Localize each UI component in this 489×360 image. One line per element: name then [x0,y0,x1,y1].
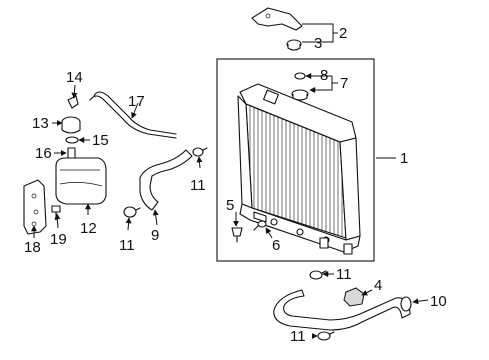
part-4-grommet [343,287,365,307]
part-16-neck [67,147,76,159]
callout-18: 18 [24,239,41,256]
callout-6: 6 [272,237,280,254]
radiator-group-box [216,58,375,262]
part-11-clamp-right [309,270,327,280]
callout-11-bottom: 11 [290,328,306,345]
part-14-clip [67,95,79,109]
callout-10: 10 [430,293,447,310]
leader-11-upper [196,156,203,169]
leader-11-lower-left [125,217,132,231]
leader-14 [71,84,78,99]
callout-11-lower-left: 11 [119,237,135,254]
callout-8: 8 [320,67,328,84]
part-17-overflow-hose [93,91,177,135]
callout-14: 14 [66,69,83,86]
callout-17: 17 [128,93,145,110]
callout-11-right: 11 [336,266,352,283]
radiator-core [237,83,361,255]
leader-9 [152,209,159,226]
callout-7: 7 [340,75,348,92]
part-6-o-ring [253,220,267,231]
callout-13: 13 [32,115,49,132]
part-18-bracket [23,179,47,235]
leader-7 [309,76,333,93]
part-7-8-mount [291,72,309,101]
leader-4 [361,289,373,296]
leader-17 [131,102,139,119]
callout-15: 15 [92,132,109,149]
callout-11-upper: 11 [190,177,206,194]
part-19-bolt [51,205,61,221]
part-3-grommet [286,39,302,51]
part-9-upper-hose [139,149,193,211]
part-10-lower-hose [273,289,412,331]
callout-9: 9 [151,227,159,244]
part-11-clamp-lower-left [123,206,141,218]
callout-12: 12 [80,220,97,237]
part-11-clamp-bottom [317,331,335,341]
leader-6 [265,227,273,239]
part-12-reservoir-tank [55,157,107,205]
leader-10 [412,298,429,305]
callout-3: 3 [314,35,322,52]
leader-19 [54,213,61,229]
callout-1: 1 [400,150,408,167]
part-11-clamp-upper [192,147,208,157]
part-15-gasket [65,136,79,144]
part-13-reservoir-cap [61,116,81,134]
callout-19: 19 [50,231,67,248]
callout-2: 2 [339,25,347,42]
part-2-bracket [251,7,303,31]
callout-16: 16 [35,145,52,162]
callout-4: 4 [374,277,382,294]
callout-5: 5 [226,197,234,214]
part-5-drain-plug [231,227,243,243]
